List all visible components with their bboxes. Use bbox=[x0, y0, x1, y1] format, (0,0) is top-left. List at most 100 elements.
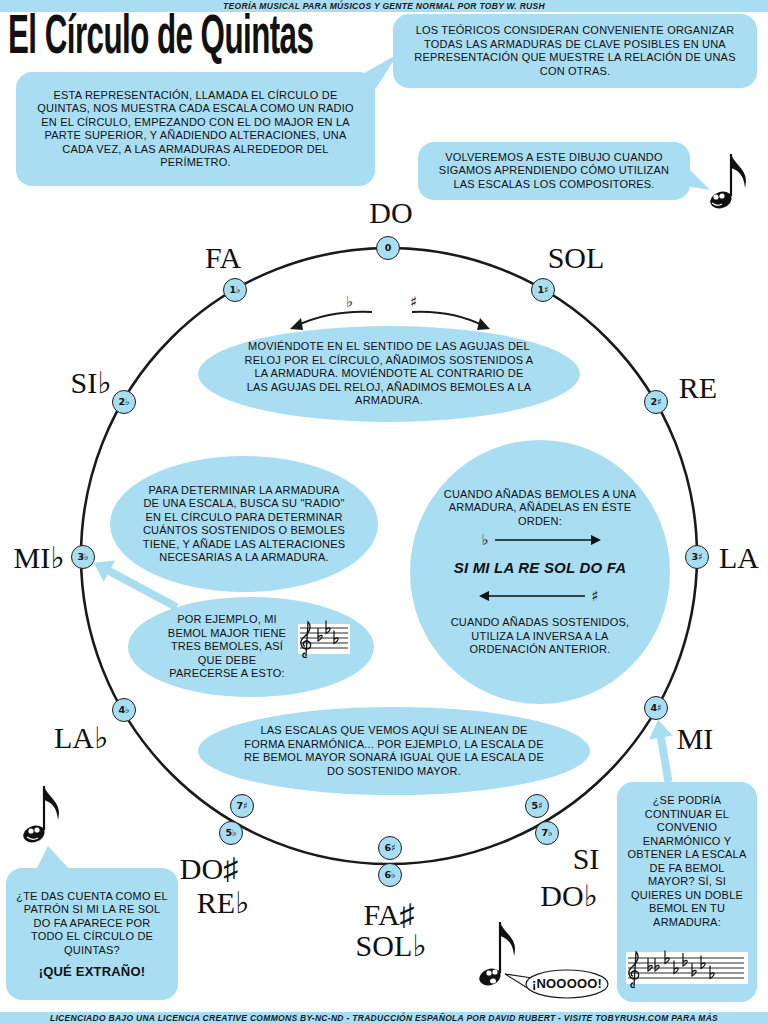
key-circle: DO0 bbox=[376, 236, 400, 260]
note-box: ESTA REPRESENTACIÓN, LLAMADA EL CÍRCULO … bbox=[16, 72, 375, 186]
key-name: FA bbox=[205, 242, 241, 274]
accidental-count: 4♭ bbox=[118, 705, 129, 715]
note-eye bbox=[34, 827, 39, 832]
direction-arrow bbox=[296, 312, 372, 326]
fifths-circle bbox=[81, 248, 697, 864]
accidental-count: 3♭ bbox=[77, 552, 88, 562]
accidental-count: 5♯ bbox=[531, 801, 542, 811]
accidental-count: 6♭ bbox=[384, 870, 395, 880]
order-row: ♭ bbox=[477, 532, 602, 548]
text-bubble: MOVIÉNDOTE EN EL SENTIDO DE LAS AGUJAS D… bbox=[198, 326, 580, 422]
text-bubble: LAS ESCALAS QUE VEMOS AQUÍ SE ALINEAN DE… bbox=[198, 707, 590, 795]
key-name: SI bbox=[573, 843, 600, 875]
note-box: LOS TEÓRICOS CONSIDERAN CONVENIENTE ORGA… bbox=[393, 14, 757, 88]
note-eye bbox=[492, 969, 497, 974]
accidental-count: 4♯ bbox=[650, 703, 661, 713]
note-head bbox=[477, 966, 503, 989]
key-circle: SI♭2♭ bbox=[112, 390, 136, 414]
key-circle: LA♭4♭ bbox=[112, 698, 136, 722]
key-circle: MI4♯ bbox=[644, 696, 668, 720]
accidental-count: 0 bbox=[385, 243, 392, 253]
key-circle: RE♭5♭ bbox=[219, 821, 243, 845]
note-head bbox=[21, 823, 47, 846]
key-circle: LA3♯ bbox=[685, 545, 709, 569]
arrow-head bbox=[290, 318, 303, 330]
order-arrow bbox=[493, 534, 603, 546]
note-text: ¡NOOOOO! bbox=[532, 977, 602, 991]
key-circle: SI5♯ bbox=[525, 794, 549, 818]
note-flag bbox=[500, 922, 515, 956]
label: ♯ bbox=[410, 294, 417, 310]
key-name: RE bbox=[679, 372, 717, 404]
note-flag bbox=[731, 154, 746, 188]
accidental-count: 6♯ bbox=[384, 843, 395, 853]
text-bubble: PARA DETERMINAR LA ARMADURA DE UNA ESCAL… bbox=[110, 456, 378, 592]
key-circle: RE2♯ bbox=[644, 390, 668, 414]
text-bubble: POR EJEMPLO, MI BEMOL MAJOR TIENE TRES B… bbox=[128, 597, 374, 697]
key-circle: MI♭3♭ bbox=[71, 545, 95, 569]
note-mouth bbox=[27, 837, 38, 839]
note-text: PARA DETERMINAR LA ARMADURA DE UNA ESCAL… bbox=[140, 484, 348, 565]
note-character bbox=[708, 154, 746, 211]
arrow-head bbox=[94, 561, 116, 582]
key-name: DO bbox=[369, 197, 412, 229]
note-text: CUANDO AÑADAS BEMOLES A UNA ARMADURA, AÑ… bbox=[436, 488, 644, 529]
key-circle: FA♯6♯ bbox=[378, 836, 402, 860]
key-name: SI♭ bbox=[71, 367, 112, 399]
label: LICENCIADO BAJO UNA LICENCIA CREATIVE CO… bbox=[0, 1012, 768, 1024]
accidental-count: 7♯ bbox=[236, 801, 247, 811]
note-eye bbox=[713, 194, 718, 199]
note-text: SI MI LA RE SOL DO FA bbox=[454, 558, 627, 578]
title: El Círculo de Quintas bbox=[8, 4, 313, 64]
label: ♭ bbox=[346, 294, 353, 310]
direction-arrow bbox=[412, 312, 484, 326]
order-symbol: ♭ bbox=[481, 532, 488, 548]
note-text: MOVIÉNDOTE EN EL SENTIDO DE LAS AGUJAS D… bbox=[244, 340, 534, 408]
note-text: ¿TE DAS CUENTA COMO EL PATRÓN SI MI LA R… bbox=[16, 890, 168, 958]
note-mouth bbox=[490, 979, 496, 984]
accidental-count: 2♭ bbox=[118, 397, 129, 407]
key-name: FA♯ bbox=[363, 899, 414, 931]
note-text: CUANDO AÑADAS SOSTENIDOS, UTILIZA LA INV… bbox=[436, 616, 644, 657]
key-name: DO♭ bbox=[540, 880, 597, 912]
note-flag bbox=[44, 786, 59, 820]
accidental-count: 3♯ bbox=[691, 552, 702, 562]
note-mouth bbox=[712, 203, 722, 205]
connector-line bbox=[661, 736, 669, 782]
note-text: ¡QUÉ EXTRAÑO! bbox=[39, 965, 146, 979]
note-text: ¿SE PODRÍA CONTINUAR EL CONVENIO ENARMÓN… bbox=[625, 794, 749, 929]
speech-tail bbox=[36, 846, 70, 870]
arrow-head bbox=[649, 720, 673, 740]
accidental-count: 7♭ bbox=[541, 828, 552, 838]
note-text: POR EJEMPLO, MI BEMOL MAJOR TIENE TRES B… bbox=[162, 613, 292, 681]
order-symbol: ♯ bbox=[591, 588, 598, 604]
note-text: VOLVEREMOS A ESTE DIBUJO CUANDO SIGAMOS … bbox=[432, 151, 676, 192]
key-circle: FA1♭ bbox=[223, 278, 247, 302]
arrow-head bbox=[479, 591, 489, 601]
note-eye bbox=[28, 828, 33, 833]
note-text: LAS ESCALAS QUE VEMOS AQUÍ SE ALINEAN DE… bbox=[242, 724, 546, 778]
arrow-line bbox=[487, 595, 585, 597]
accidental-count: 1♭ bbox=[229, 285, 240, 295]
accidental-count: 5♭ bbox=[225, 828, 236, 838]
key-circle: DO♭7♭ bbox=[535, 821, 559, 845]
note-eye bbox=[719, 193, 724, 198]
note-box: ¿TE DAS CUENTA COMO EL PATRÓN SI MI LA R… bbox=[6, 868, 178, 1000]
key-name: LA bbox=[719, 542, 759, 574]
text-bubble: CUANDO AÑADAS BEMOLES A UNA ARMADURA, AÑ… bbox=[410, 440, 670, 704]
key-name: SOL♭ bbox=[356, 930, 427, 962]
order-arrow bbox=[477, 590, 587, 602]
note-text: ESTA REPRESENTACIÓN, LLAMADA EL CÍRCULO … bbox=[32, 89, 359, 170]
key-circle: DO♯7♯ bbox=[230, 794, 254, 818]
order-row: ♯ bbox=[477, 588, 602, 604]
note-text: LOS TEÓRICOS CONSIDERAN CONVENIENTE ORGA… bbox=[411, 24, 739, 78]
key-name: DO♯ bbox=[180, 853, 238, 885]
arrow-line bbox=[495, 539, 593, 541]
key-name: SOL bbox=[548, 242, 605, 274]
key-name: MI bbox=[677, 723, 714, 755]
speech-outline bbox=[526, 970, 608, 998]
note-head bbox=[708, 189, 734, 212]
note-box: ¿SE PODRÍA CONTINUAR EL CONVENIO ENARMÓN… bbox=[617, 782, 757, 1002]
note-eye bbox=[486, 970, 491, 975]
